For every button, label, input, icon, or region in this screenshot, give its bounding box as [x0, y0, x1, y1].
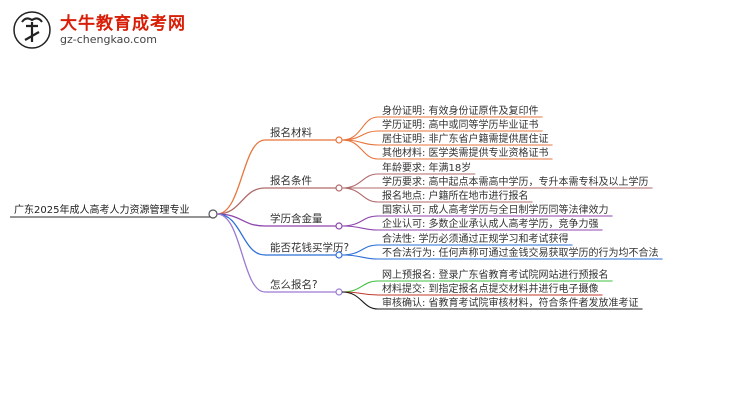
leaf-connector [341, 280, 379, 293]
branch-label: 报名材料 [270, 126, 312, 139]
branch-connector [216, 213, 266, 293]
leaf-label: 网上预报名: 登录广东省教育考试院网站进行预报名 [382, 268, 609, 281]
branch-node [335, 251, 343, 259]
leaf-connector [341, 139, 379, 160]
leaf-label: 合法性: 学历必须通过正规学习和考试获得 [382, 232, 569, 245]
branch-connector [216, 187, 266, 215]
leaf-label: 不合法行为: 任何声称可通过金钱交易获取学历的行为均不合法 [382, 246, 659, 259]
branch-node [335, 184, 343, 192]
leaf-connector [341, 173, 379, 189]
site-logo[interactable]: 大牛教育成考网 gz-chengkao.com [8, 6, 198, 52]
leaf-label: 企业认可: 多数企业承认成人高考学历，竞争力强 [382, 217, 599, 230]
leaf-label: 国家认可: 成人高考学历与全日制学历同等法律效力 [382, 203, 609, 216]
leaf-label: 材料提交: 到指定报名点提交材料并进行电子摄像 [382, 282, 599, 295]
leaf-connector [341, 187, 379, 203]
leaf-label: 身份证明: 有效身份证原件及复印件 [382, 104, 539, 117]
root-node [208, 209, 218, 219]
leaf-label: 报名地点: 户籍所在地市进行报名 [382, 189, 529, 202]
leaf-connector [341, 291, 379, 310]
leaf-label: 学历证明: 高中或同等学历毕业证书 [382, 118, 539, 131]
leaf-connector [341, 130, 379, 141]
leaf-connector [341, 215, 379, 227]
leaf-label: 学历要求: 高中起点本需高中学历，专升本需专科及以上学历 [382, 175, 649, 188]
leaf-label: 审核确认: 省教育考试院审核材料，符合条件者发放准考证 [382, 296, 639, 309]
branch-label: 能否花钱买学历? [270, 241, 349, 254]
branch-node [335, 288, 343, 296]
bull-logo-icon [13, 11, 51, 49]
branch-node [335, 136, 343, 144]
site-url: gz-chengkao.com [60, 33, 157, 46]
branch-label: 怎么报名? [270, 278, 318, 291]
branch-connector [216, 213, 266, 256]
leaf-connector [341, 254, 379, 260]
branch-label: 学历含金量 [270, 212, 323, 225]
site-title: 大牛教育成考网 [60, 14, 186, 34]
leaf-connector [341, 225, 379, 231]
leaf-label: 其他材料: 医学类需提供专业资格证书 [382, 146, 549, 159]
root-label: 广东2025年成人高考人力资源管理专业 [14, 203, 189, 216]
branch-connector [216, 139, 266, 215]
branch-node [335, 222, 343, 230]
leaf-label: 居住证明: 非广东省户籍需提供居住证 [382, 132, 549, 145]
leaf-label: 年龄要求: 年满18岁 [382, 161, 471, 174]
branch-label: 报名条件 [270, 174, 312, 187]
